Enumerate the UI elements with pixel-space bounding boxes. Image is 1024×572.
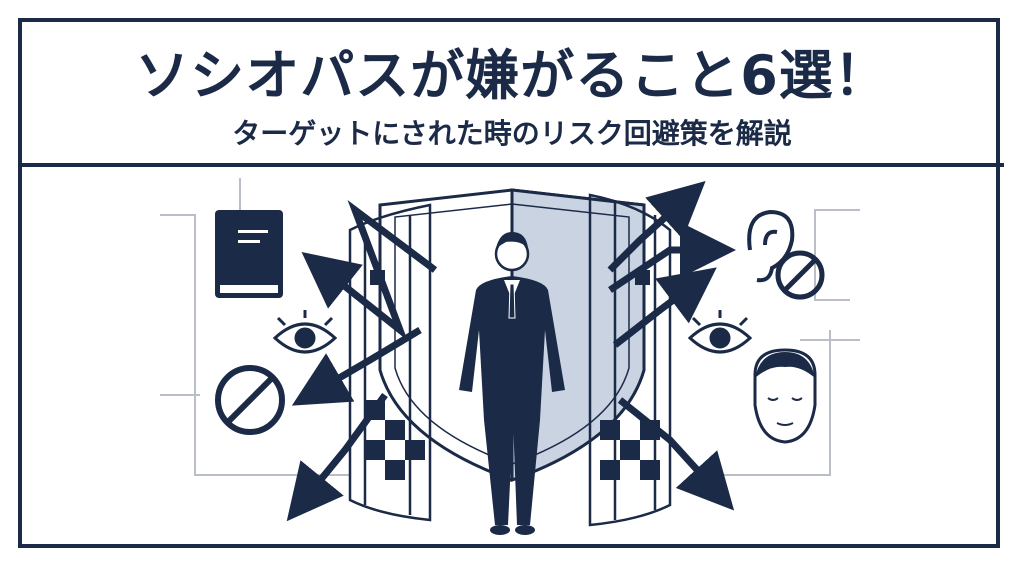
prohibited-icon [215,365,285,435]
ear-icon [747,209,795,283]
person-in-suit [459,232,565,535]
page-title: ソシオパスが嫌がること6選！ [135,44,889,107]
page-subtitle: ターゲットにされた時のリスク回避策を解説 [232,117,792,150]
face-icon [753,348,817,444]
background-lines [160,178,860,476]
prohibited-icon [775,250,825,300]
eye-icon [687,310,753,354]
eye-icon [272,310,338,354]
header-divider [18,163,1004,167]
arrow-icon [286,180,736,522]
book-icon [215,210,283,298]
thumbnail-frame [18,18,1000,548]
